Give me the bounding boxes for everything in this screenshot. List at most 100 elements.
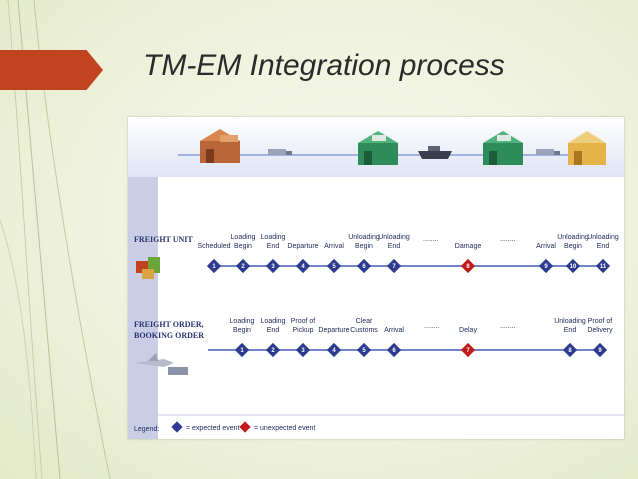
truck-icon bbox=[536, 149, 560, 155]
freight-order-ellipsis-1: ........ bbox=[424, 323, 440, 330]
destination-building-icon bbox=[568, 131, 606, 165]
freight-unit-event-number: 11 bbox=[600, 264, 607, 270]
freight-order-event-label: Loading bbox=[230, 318, 255, 325]
freight-order-event-marker bbox=[234, 342, 250, 358]
freight-unit-event-label: Arrival bbox=[324, 243, 344, 250]
freight-order-event-label: Loading bbox=[261, 318, 286, 325]
freight-unit-label: FREIGHT UNIT bbox=[134, 235, 193, 244]
freight-unit-event-marker bbox=[206, 258, 222, 274]
freight-unit-event-number: 10 bbox=[570, 264, 577, 270]
legend-unexpected-marker bbox=[239, 421, 251, 433]
process-diagram: FREIGHT UNIT FREIGHT ORDER, BOOKING ORDE… bbox=[128, 117, 624, 439]
freight-order-event-label: End bbox=[267, 327, 280, 334]
freight-unit-event-marker bbox=[460, 258, 476, 274]
freight-order-event-number: 5 bbox=[362, 348, 366, 354]
freight-unit-event-label: Departure bbox=[287, 243, 318, 250]
freight-unit-event-label: Begin bbox=[234, 243, 252, 250]
freight-order-event-marker bbox=[386, 342, 402, 358]
freight-order-event-label: Customs bbox=[350, 327, 378, 334]
freight-order-event-number: 2 bbox=[271, 348, 275, 354]
freight-unit-event-number: 9 bbox=[544, 264, 548, 270]
freight-order-event-label: Arrival bbox=[384, 327, 404, 334]
freight-order-event-marker bbox=[562, 342, 578, 358]
freight-order-event-label: End bbox=[564, 327, 577, 334]
freight-order-event-label: Delay bbox=[459, 327, 477, 334]
legend-expected-label: = expected event bbox=[186, 425, 240, 432]
legend-unexpected-label: = unexpected event bbox=[254, 425, 315, 432]
freight-order-ellipsis-2: ........ bbox=[500, 323, 516, 330]
freight-unit-ellipsis-2: ........ bbox=[500, 236, 516, 243]
freight-unit-event-label: Begin bbox=[355, 243, 373, 250]
freight-order-event-marker bbox=[460, 342, 476, 358]
freight-order-event-marker bbox=[326, 342, 342, 358]
freight-unit-event-marker bbox=[595, 258, 611, 274]
sidebar-band bbox=[128, 177, 158, 439]
freight-unit-event-label: Arrival bbox=[536, 243, 556, 250]
freight-unit-event-label: Damage bbox=[455, 243, 482, 250]
freight-unit-event-marker bbox=[356, 258, 372, 274]
freight-order-event-label: Clear bbox=[356, 318, 373, 325]
freight-unit-event-label: Loading bbox=[261, 234, 286, 241]
customs-building-icon bbox=[483, 131, 523, 165]
freight-order-label-line2: BOOKING ORDER bbox=[134, 331, 204, 340]
freight-unit-event-label: End bbox=[597, 243, 610, 250]
freight-unit-event-label: End bbox=[388, 243, 401, 250]
airplane-truck-icon bbox=[134, 353, 188, 375]
slide-title: TM-EM Integration process bbox=[143, 49, 505, 82]
freight-unit-event-number: 3 bbox=[271, 264, 275, 270]
freight-unit-event-marker bbox=[295, 258, 311, 274]
freight-unit-event-marker bbox=[565, 258, 581, 274]
freight-order-event-number: 7 bbox=[466, 348, 470, 354]
freight-order-event-number: 6 bbox=[392, 348, 396, 354]
title-accent-bar bbox=[0, 50, 103, 90]
freight-order-event-label: Departure bbox=[318, 327, 349, 334]
freight-unit-event-number: 6 bbox=[362, 264, 366, 270]
truck-icon bbox=[268, 149, 292, 155]
freight-unit-event-label: Unloading bbox=[348, 234, 380, 241]
freight-unit-event-number: 5 bbox=[332, 264, 336, 270]
freight-unit-event-marker bbox=[386, 258, 402, 274]
legend-expected-marker bbox=[171, 421, 183, 433]
freight-order-label-line1: FREIGHT ORDER, bbox=[134, 320, 204, 329]
freight-unit-event-label: Begin bbox=[564, 243, 582, 250]
freight-order-event-label: Pickup bbox=[292, 327, 313, 334]
freight-unit-event-label: Scheduled bbox=[197, 243, 230, 250]
freight-unit-event-marker bbox=[235, 258, 251, 274]
freight-order-event-label: Unloading bbox=[554, 318, 586, 325]
freight-order-event-marker bbox=[356, 342, 372, 358]
freight-unit-event-label: Unloading bbox=[557, 234, 589, 241]
freight-unit-event-number: 8 bbox=[466, 264, 470, 270]
freight-order-event-number: 4 bbox=[332, 348, 336, 354]
legend-title: Legend: bbox=[134, 426, 159, 433]
freight-unit-event-number: 1 bbox=[212, 264, 216, 270]
ship-icon bbox=[418, 146, 452, 159]
freight-order-event-marker bbox=[295, 342, 311, 358]
freight-order-event-number: 9 bbox=[598, 348, 602, 354]
freight-unit-event-marker bbox=[265, 258, 281, 274]
freight-order-event-number: 3 bbox=[301, 348, 305, 354]
process-diagram-svg: FREIGHT UNIT FREIGHT ORDER, BOOKING ORDE… bbox=[128, 117, 624, 439]
freight-unit-event-number: 4 bbox=[301, 264, 305, 270]
freight-order-event-marker bbox=[265, 342, 281, 358]
freight-order-event-marker bbox=[592, 342, 608, 358]
freight-order-event-number: 1 bbox=[240, 348, 244, 354]
freight-order-event-label: Begin bbox=[233, 327, 251, 334]
freight-unit-ellipsis-1: ........ bbox=[423, 236, 439, 243]
freight-unit-event-label: Unloading bbox=[378, 234, 410, 241]
freight-unit-event-label: End bbox=[267, 243, 280, 250]
freight-order-event-label: Delivery bbox=[587, 327, 613, 334]
freight-unit-event-label: Unloading bbox=[587, 234, 619, 241]
freight-unit-event-label: Loading bbox=[231, 234, 256, 241]
customs-building-icon bbox=[358, 131, 398, 165]
freight-boxes-icon bbox=[136, 257, 160, 279]
warehouse-icon bbox=[200, 129, 240, 163]
freight-order-event-label: Proof of bbox=[291, 318, 316, 325]
freight-unit-event-marker bbox=[538, 258, 554, 274]
freight-unit-event-marker bbox=[326, 258, 342, 274]
freight-unit-event-number: 7 bbox=[392, 264, 396, 270]
freight-unit-event-number: 2 bbox=[241, 264, 245, 270]
freight-order-event-label: Proof of bbox=[588, 318, 613, 325]
freight-order-event-number: 8 bbox=[568, 348, 572, 354]
